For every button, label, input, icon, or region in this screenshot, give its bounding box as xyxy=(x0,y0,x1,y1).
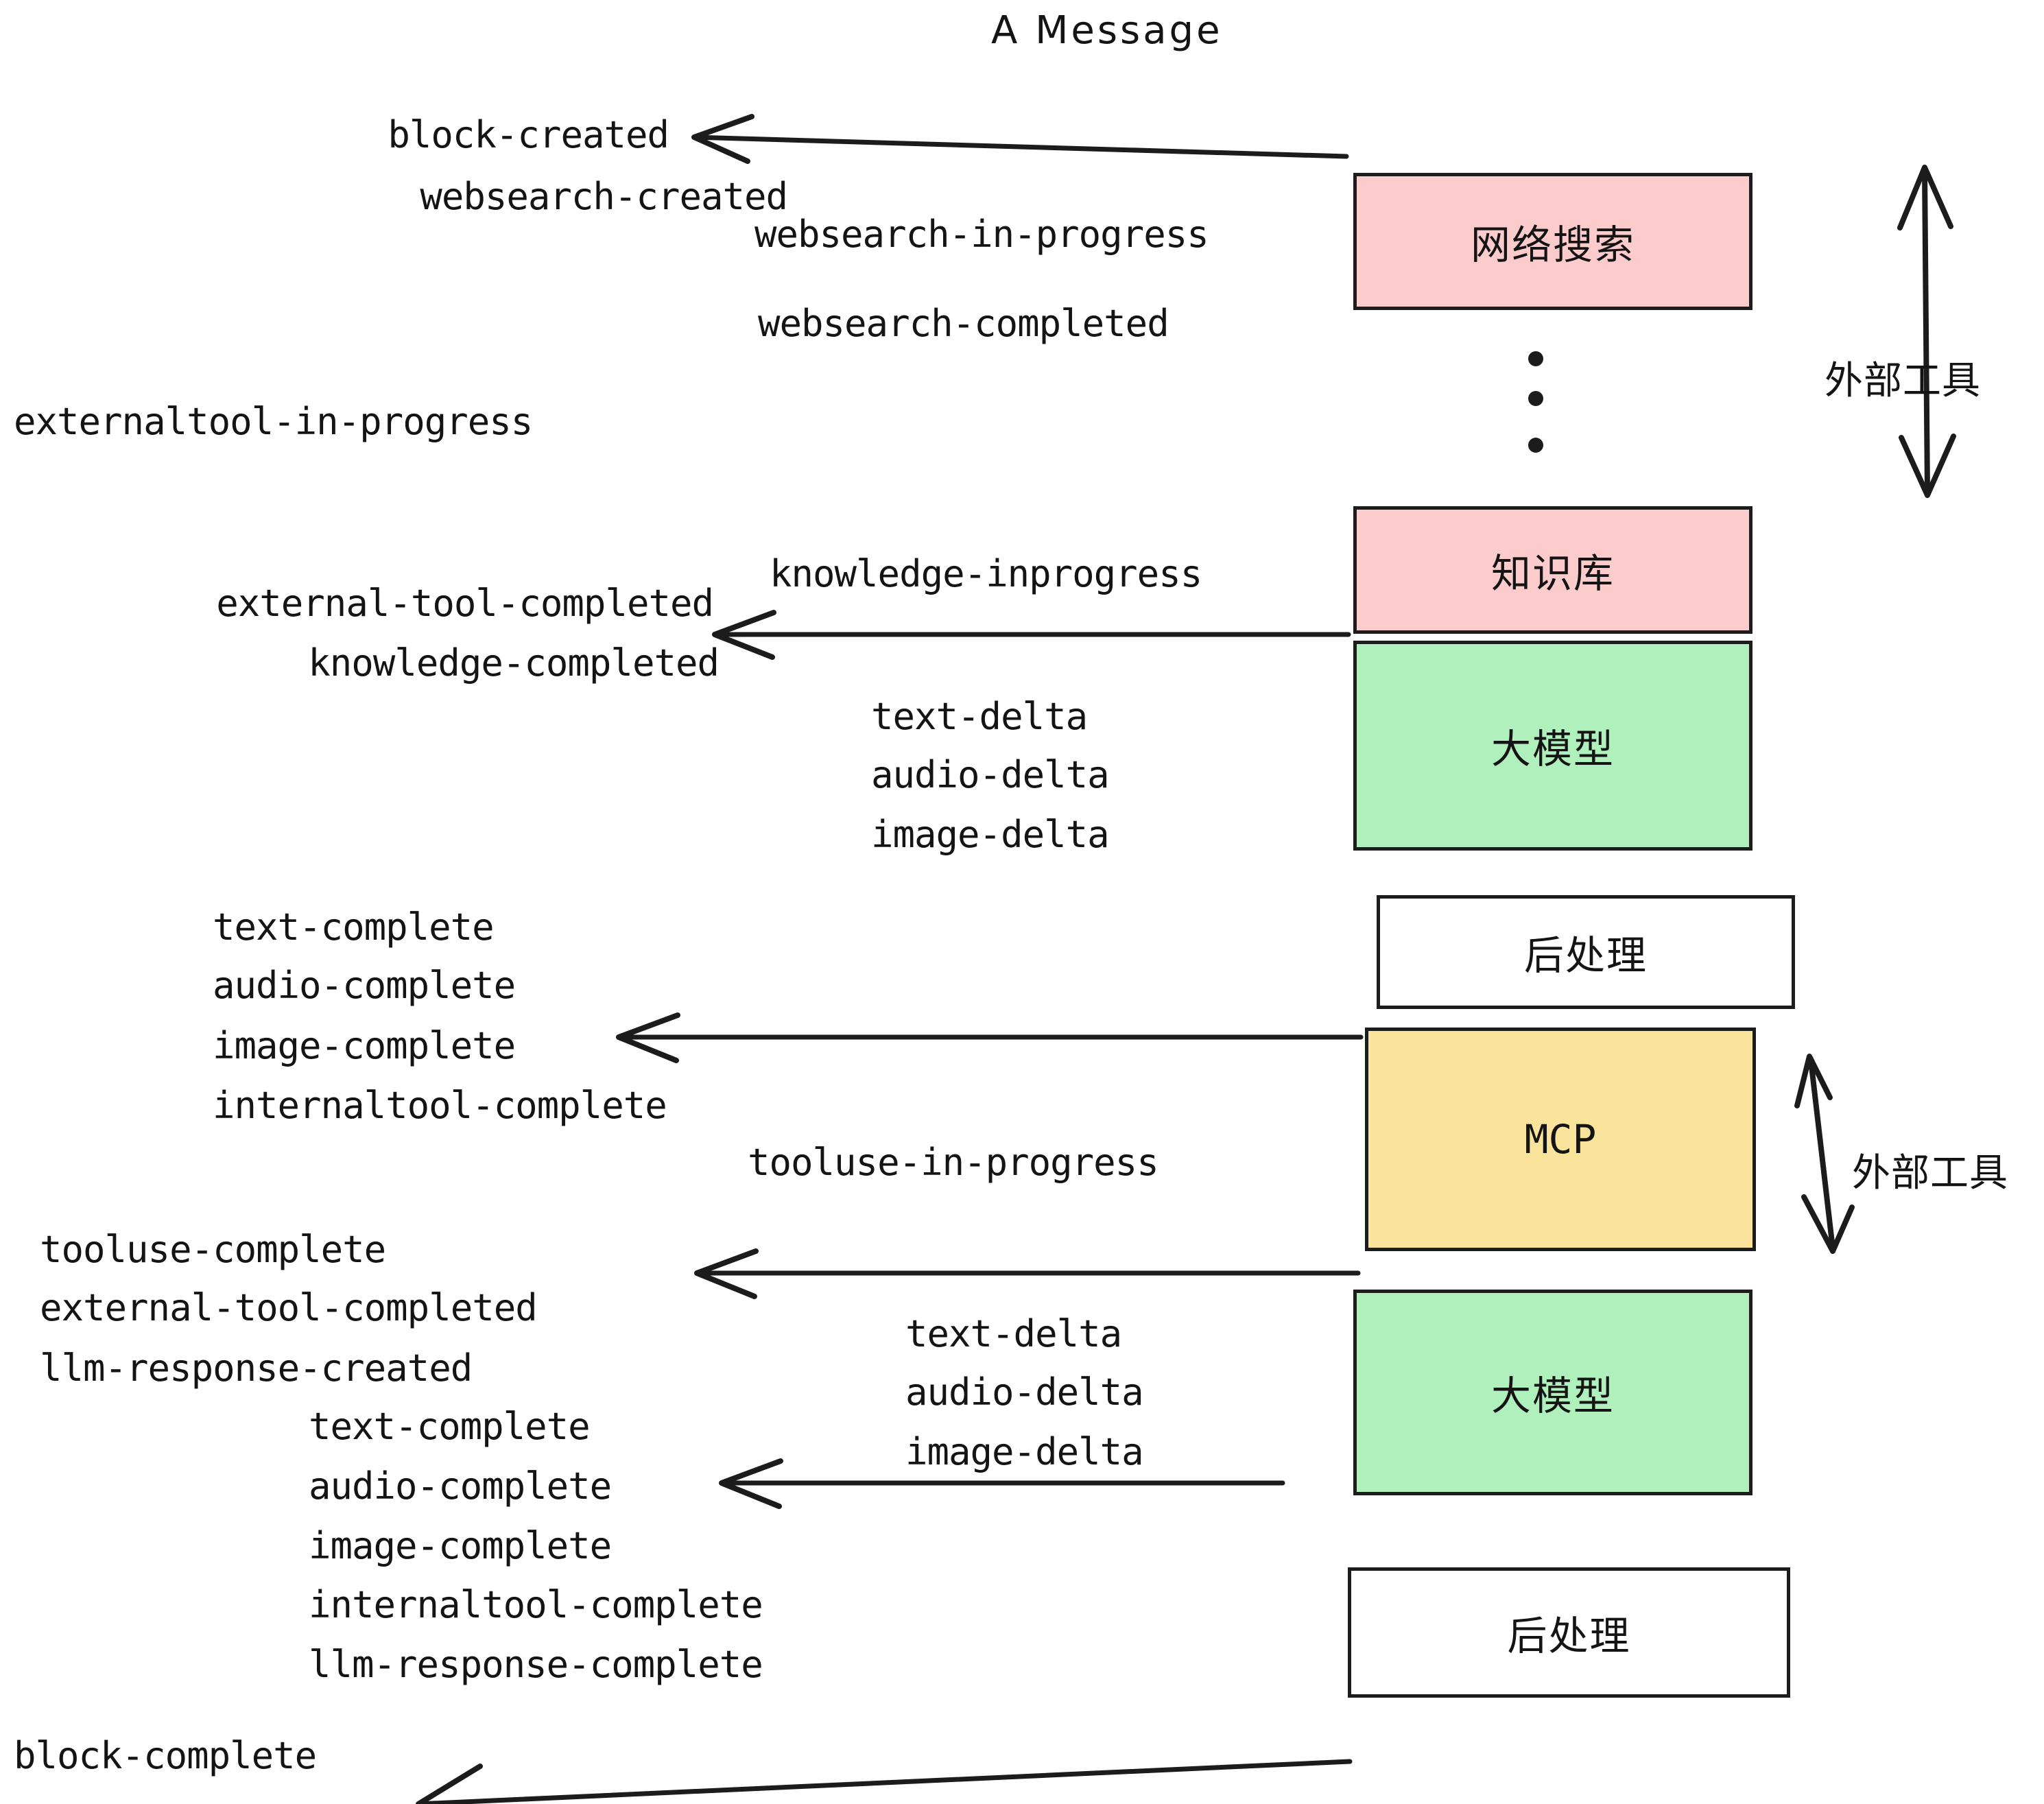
node-box: 后处理 xyxy=(1377,895,1795,1009)
page-title: A Message xyxy=(991,8,1223,53)
event-label: websearch-in-progress xyxy=(754,213,1209,256)
arrow-knowledge-completed xyxy=(712,610,1351,660)
event-label: llm-response-created xyxy=(40,1346,473,1390)
external-tools-label: 外部工具 xyxy=(1852,1151,2008,1196)
node-box: MCP xyxy=(1365,1028,1756,1251)
event-label: externaltool-in-progress xyxy=(14,400,533,443)
event-label: image-delta xyxy=(905,1430,1144,1473)
event-label: external-tool-completed xyxy=(40,1286,538,1329)
event-label: audio-complete xyxy=(213,964,516,1007)
arrow-block-complete xyxy=(416,1759,1353,1804)
event-label: websearch-completed xyxy=(758,302,1169,345)
arrow-external-tools-lower xyxy=(1794,1054,1855,1254)
event-label: audio-delta xyxy=(905,1370,1144,1414)
external-tools-label: 外部工具 xyxy=(1825,359,1981,403)
arrow-tooluse-complete xyxy=(694,1248,1361,1299)
event-label: text-complete xyxy=(309,1405,591,1448)
arrow-image-complete xyxy=(616,1012,1364,1063)
event-label: external-tool-completed xyxy=(216,582,714,625)
event-label: text-delta xyxy=(905,1312,1122,1355)
arrow-audio-complete xyxy=(719,1458,1285,1509)
event-label: audio-delta xyxy=(871,753,1110,796)
node-box: 大模型 xyxy=(1353,1290,1752,1495)
event-label: tooluse-in-progress xyxy=(748,1141,1159,1184)
arrow-block-created xyxy=(691,114,1349,164)
ellipsis-dot-icon xyxy=(1528,351,1543,366)
event-label: text-delta xyxy=(871,695,1088,738)
ellipsis-dot-icon xyxy=(1528,438,1543,453)
event-label: internaltool-complete xyxy=(213,1084,667,1127)
event-label: internaltool-complete xyxy=(309,1583,763,1626)
event-label: audio-complete xyxy=(309,1464,612,1508)
node-box: 后处理 xyxy=(1348,1567,1790,1698)
event-label: knowledge-inprogress xyxy=(770,552,1202,595)
event-label: block-complete xyxy=(14,1734,317,1777)
node-box: 大模型 xyxy=(1353,641,1752,851)
event-label: tooluse-complete xyxy=(40,1228,386,1271)
event-label: websearch-created xyxy=(420,175,788,218)
event-label: llm-response-complete xyxy=(309,1643,763,1686)
event-label: knowledge-completed xyxy=(308,641,720,685)
event-label: text-complete xyxy=(213,905,495,949)
arrow-external-tools-upper xyxy=(1897,165,1956,498)
event-label: image-delta xyxy=(871,813,1110,856)
event-label: image-complete xyxy=(309,1524,612,1567)
ellipsis-dot-icon xyxy=(1528,391,1543,406)
event-label: image-complete xyxy=(213,1024,516,1067)
node-box: 网络搜索 xyxy=(1353,173,1752,310)
node-box: 知识库 xyxy=(1353,506,1752,634)
event-label: block-created xyxy=(388,113,669,156)
